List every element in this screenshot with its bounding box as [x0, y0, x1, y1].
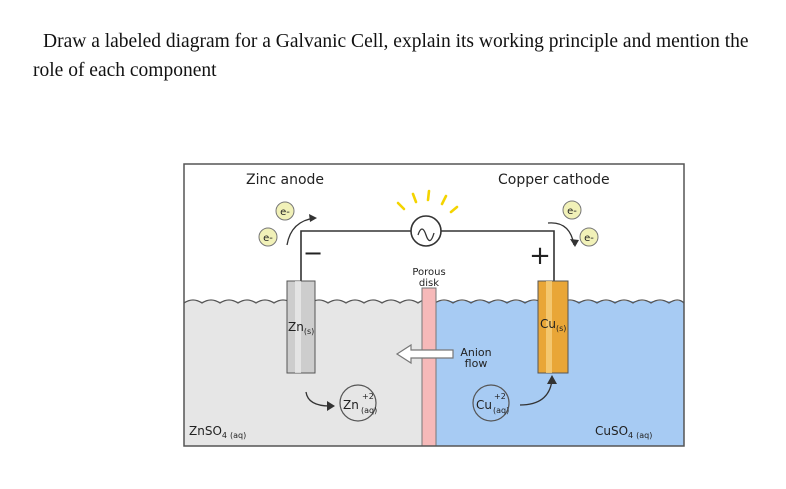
- porous-disk-label-line1: Porous: [412, 267, 445, 278]
- electron-left-bottom-label: e-: [263, 233, 273, 244]
- zinc-ion-arrow: [305, 391, 331, 407]
- copper-ion: [472, 384, 510, 422]
- zinc-anode-label: Zinc anode: [246, 172, 324, 188]
- electron-left-top-label: e-: [280, 207, 290, 218]
- anode-minus-sign: −: [303, 239, 323, 267]
- znso4-label: ZnSO4(aq): [189, 424, 246, 440]
- electron-right-top: [562, 200, 582, 220]
- cathode-plus-sign: +: [529, 241, 551, 271]
- electron-left-bottom: [258, 227, 278, 247]
- zinc-ion-state: (aq): [361, 406, 377, 415]
- copper-electrode-highlight: [546, 281, 552, 373]
- external-wire: [300, 230, 555, 281]
- copper-ion-state: (aq): [493, 406, 509, 415]
- zinc-electrode-label: Zn(s): [288, 320, 314, 336]
- bulb-icon: [410, 215, 442, 247]
- zinc-ion-label: Zn: [343, 398, 359, 412]
- porous-disk: [421, 287, 437, 447]
- zinc-ion: [339, 384, 377, 422]
- bulb-filament: [417, 228, 435, 242]
- electron-right-bottom-label: e-: [584, 233, 594, 244]
- zinc-ion-charge: +2: [362, 392, 374, 401]
- electron-right-top-label: e-: [567, 206, 577, 217]
- galvanic-cell-diagram: Zinc anode Copper cathode e- e- e- e- − …: [183, 163, 685, 447]
- copper-electrode: [537, 280, 569, 374]
- copper-ion-label: Cu: [476, 398, 492, 412]
- electron-right-bottom: [579, 227, 599, 247]
- anion-flow-arrow: [395, 343, 454, 365]
- electron-flow-arrowhead-right: [570, 239, 579, 247]
- anion-flow-label-line2: flow: [465, 357, 488, 370]
- copper-ion-charge: +2: [494, 392, 506, 401]
- electron-flow-arrow-right: [547, 222, 575, 246]
- copper-ion-arrowhead: [547, 375, 557, 384]
- anion-flow-label-line1: Anion: [460, 346, 491, 359]
- question-prompt: Draw a labeled diagram for a Galvanic Ce…: [33, 31, 749, 81]
- cuso4-label: CuSO4(aq): [595, 424, 652, 440]
- copper-electrode-label: Cu(s): [540, 317, 566, 333]
- zinc-electrode-highlight: [295, 281, 301, 373]
- bulb-rays: [396, 189, 459, 214]
- cell-frame: [183, 163, 685, 447]
- electron-flow-arrowhead-left: [309, 214, 317, 222]
- galvanic-cell-svg: Zinc anode Copper cathode e- e- e- e- − …: [183, 163, 685, 447]
- question-text: Draw a labeled diagram for a Galvanic Ce…: [33, 27, 753, 85]
- porous-disk-label-line2: disk: [419, 278, 439, 289]
- electron-left-top: [275, 201, 295, 221]
- copper-cathode-label: Copper cathode: [498, 172, 610, 188]
- zinc-ion-arrowhead: [327, 401, 335, 411]
